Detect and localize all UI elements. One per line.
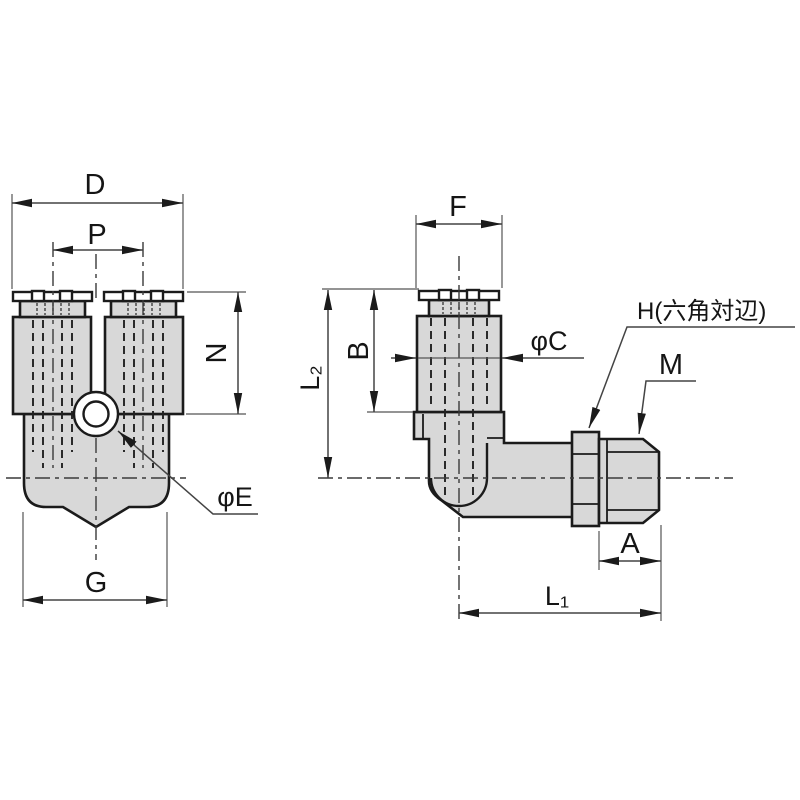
tube-end-arc: [429, 443, 489, 508]
dim-label-phi-c: φC: [530, 326, 567, 356]
dim-label-phi-e: φE: [217, 482, 253, 512]
hex-nut: [570, 430, 601, 528]
elbow-inner-steps: [422, 414, 504, 439]
dim-label-a: A: [620, 528, 640, 560]
dim-label-p: P: [87, 219, 106, 251]
front-port-body-right: [103, 315, 185, 416]
thread-lines: [606, 440, 658, 522]
hex-facet-lines: [572, 453, 599, 505]
dim-L1: L₁: [459, 581, 661, 618]
dim-F: F: [415, 191, 503, 288]
dim-label-b: B: [343, 341, 375, 360]
dim-M: M: [637, 349, 696, 435]
dim-D: D: [11, 169, 184, 289]
dim-B: B: [343, 290, 379, 412]
dim-N: N: [186, 291, 246, 415]
dim-label-h: H(六角対辺): [637, 298, 766, 325]
elbow-body: [412, 410, 575, 519]
dim-P: P: [53, 219, 143, 255]
dim-label-m: M: [659, 349, 683, 381]
cap-slot: [58, 289, 74, 303]
hidden-bore-lines: [32, 320, 164, 468]
front-port-body-left: [11, 315, 93, 416]
dim-A: A: [598, 525, 662, 621]
dim-phiE: φE: [117, 430, 258, 515]
dim-L2: L₂: [295, 290, 333, 478]
dim-label-g: G: [85, 567, 108, 599]
male-thread: [597, 437, 661, 525]
centerline: [6, 242, 186, 560]
dim-label-f: F: [449, 191, 467, 223]
dim-H: H(六角対辺): [588, 298, 795, 429]
side-view: F B L₂ φC H(六角対辺) M: [295, 191, 795, 621]
dim-label-l1: L₁: [545, 581, 569, 611]
front-view: D P N G φE: [6, 169, 258, 607]
mounting-hole-inner: [82, 400, 110, 428]
centerline: [318, 256, 733, 621]
cap-slot: [465, 288, 481, 302]
cap-slot: [30, 289, 46, 303]
cap-slot: [437, 288, 453, 302]
dim-label-n: N: [201, 343, 233, 364]
dim-label-d: D: [85, 169, 106, 201]
hidden-bore-lines: [430, 318, 488, 500]
dim-G: G: [22, 512, 168, 607]
dim-phiC: φC: [391, 326, 584, 363]
dim-label-l2: L₂: [295, 365, 325, 391]
cap-slot: [149, 289, 165, 303]
cap-slot: [121, 289, 137, 303]
